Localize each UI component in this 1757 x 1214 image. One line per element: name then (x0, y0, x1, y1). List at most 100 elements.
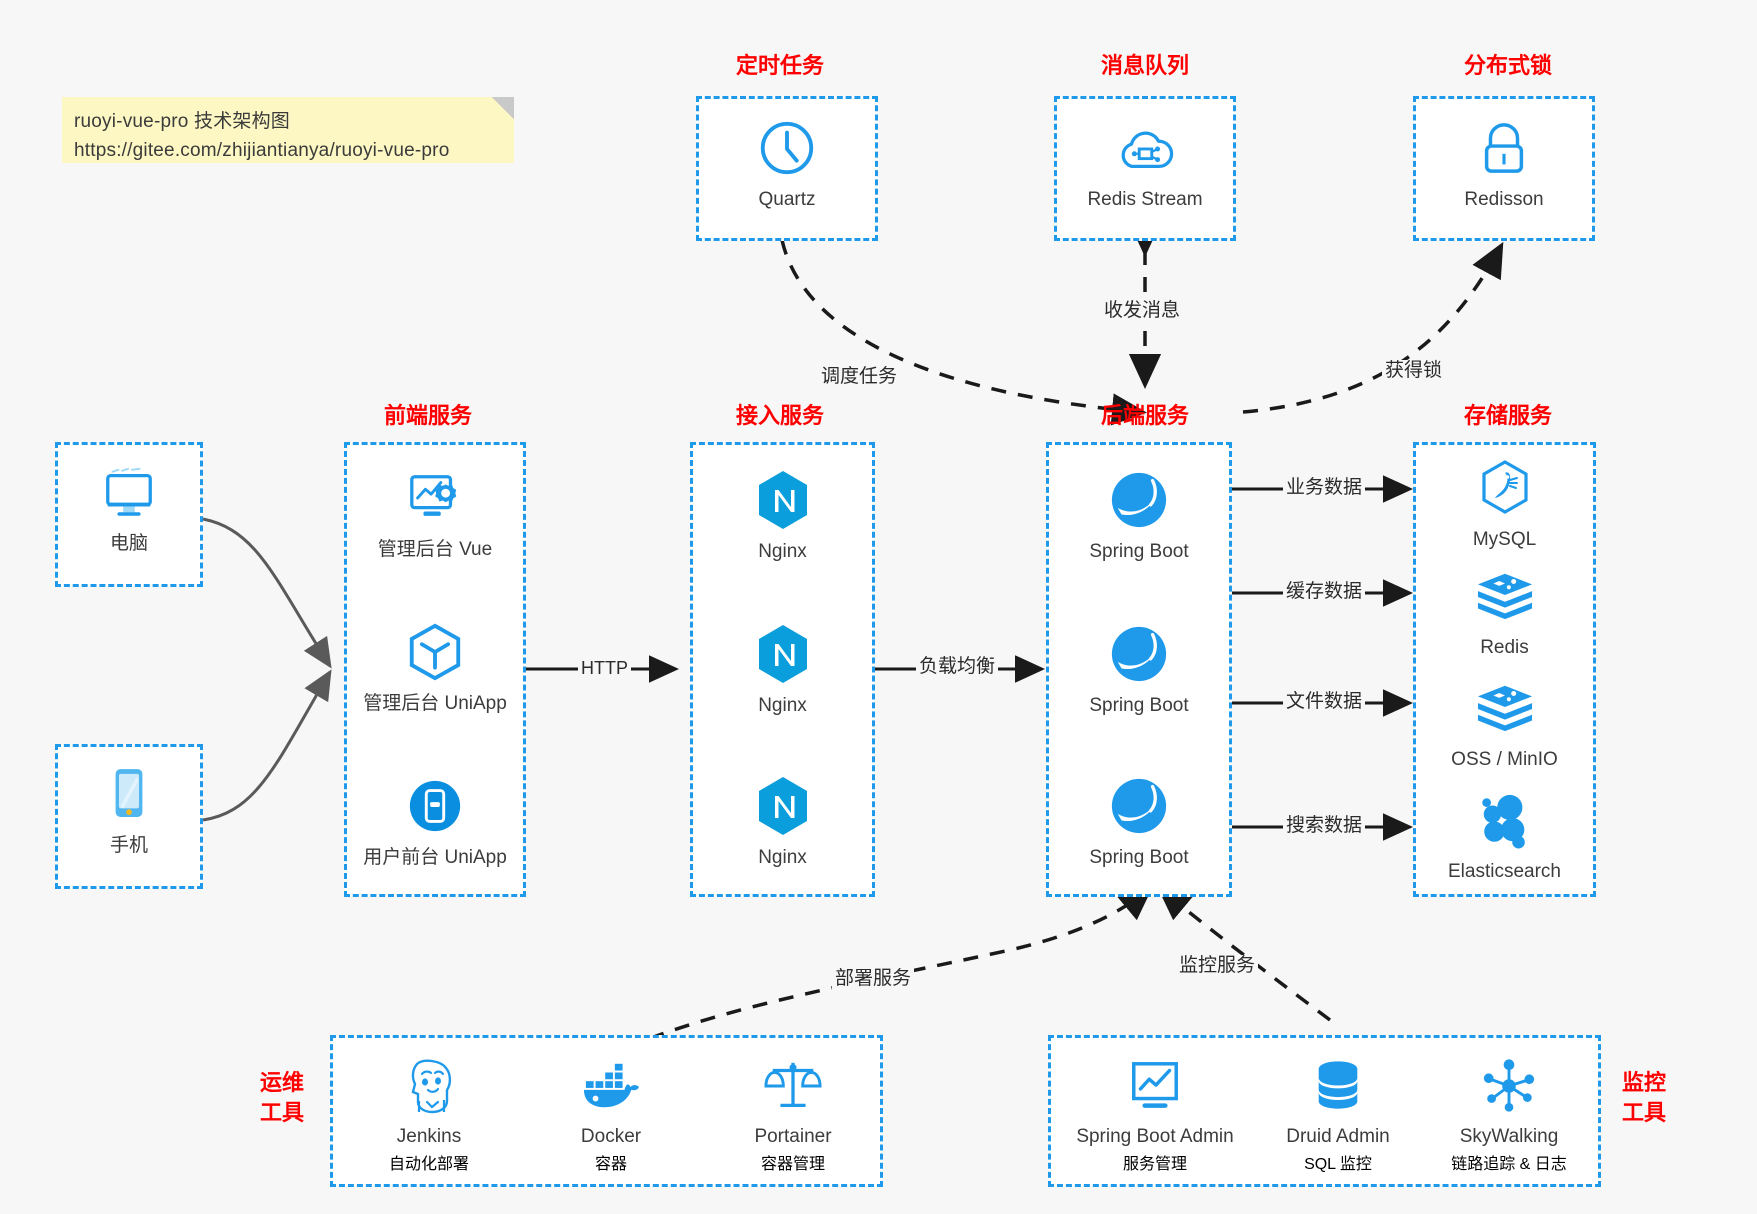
edge-label-send-receive-message: 收发消息 (1101, 300, 1184, 322)
group-box-message-queue[interactable]: Redis Stream (1054, 96, 1236, 241)
edge-label-business-data: 业务数据 (1283, 477, 1366, 499)
node-spring-boot-2[interactable]: Spring Boot (1049, 623, 1229, 718)
node-user-uniapp[interactable]: 用户前台 UniApp (347, 775, 523, 870)
monitor-chart-icon (1055, 1054, 1255, 1118)
node-sublabel: 容器管理 (760, 1156, 825, 1173)
node-admin-vue[interactable]: 管理后台 Vue (347, 467, 523, 562)
nginx-icon (693, 623, 872, 685)
group-title-backend: 后端服务 (1100, 403, 1189, 428)
group-box-gateway[interactable]: Nginx Nginx Nginx (690, 442, 875, 897)
node-label: SkyWalking (1459, 1126, 1559, 1147)
edge-label-acquire-lock: 获得锁 (1382, 360, 1446, 382)
edge-label-deploy-service: 部署服务 (832, 968, 915, 990)
node-sublabel: 自动化部署 (388, 1156, 469, 1173)
mobile-app-icon (347, 775, 523, 837)
group-box-scheduler[interactable]: Quartz (696, 96, 878, 241)
docker-icon (523, 1054, 699, 1118)
node-label: Jenkins (396, 1126, 462, 1147)
edge-desktop-to-frontend (202, 517, 332, 669)
node-druid-admin[interactable]: Druid Admin SQL 监控 (1255, 1054, 1421, 1174)
node-desktop[interactable]: 电脑 (58, 461, 200, 556)
note-title: ruoyi-vue-pro 技术架构图 (74, 111, 291, 132)
nginx-icon (693, 775, 872, 837)
node-redis[interactable]: Redis (1416, 565, 1593, 660)
group-title-scheduler: 定时任务 (735, 53, 824, 78)
elasticsearch-icon (1416, 789, 1593, 851)
redis-icon (1416, 565, 1593, 627)
node-docker[interactable]: Docker 容器 (523, 1054, 699, 1174)
group-box-storage[interactable]: MySQL Redis (1413, 442, 1596, 897)
group-box-monitor-tools[interactable]: Spring Boot Admin 服务管理 Druid Admin SQL 监… (1048, 1035, 1601, 1187)
lock-icon (1416, 117, 1592, 179)
edge-label-cache-data: 缓存数据 (1283, 581, 1366, 603)
node-label: Elasticsearch (1448, 861, 1561, 882)
edge-label-monitor-service: 监控服务 (1176, 955, 1259, 977)
node-elasticsearch[interactable]: Elasticsearch (1416, 789, 1593, 884)
clock-icon (699, 117, 875, 179)
node-sublabel: 链路追踪 & 日志 (1451, 1156, 1567, 1173)
monitor-title-line1: 监控 (1621, 1070, 1666, 1095)
node-phone[interactable]: 手机 (58, 763, 200, 858)
node-label: Nginx (758, 695, 807, 716)
edge-backend-to-redisson (1242, 241, 1504, 414)
smartphone-icon (58, 763, 200, 825)
cloud-stream-icon (1057, 117, 1233, 179)
group-title-distributed-lock: 分布式锁 (1463, 53, 1552, 78)
note-url: https://gitee.com/zhijiantianya/ruoyi-vu… (74, 140, 450, 161)
node-redisson[interactable]: Redisson (1416, 117, 1592, 212)
group-title-gateway: 接入服务 (735, 403, 824, 428)
spring-boot-icon (1049, 623, 1229, 685)
node-label: 管理后台 UniApp (363, 693, 507, 714)
node-portainer[interactable]: Portainer 容器管理 (705, 1054, 881, 1174)
node-spring-boot-admin[interactable]: Spring Boot Admin 服务管理 (1055, 1054, 1255, 1174)
info-note: ruoyi-vue-pro 技术架构图 https://gitee.com/zh… (62, 97, 514, 163)
node-oss-minio[interactable]: OSS / MinIO (1416, 677, 1593, 772)
node-label: Redis Stream (1087, 189, 1203, 210)
node-label: Docker (580, 1126, 642, 1147)
node-nginx-2[interactable]: Nginx (693, 623, 872, 718)
dashboard-gear-icon (347, 467, 523, 529)
node-label: MySQL (1472, 529, 1537, 550)
nginx-icon (693, 469, 872, 531)
group-title-message-queue: 消息队列 (1100, 53, 1189, 78)
group-title-monitor-tools: 监控 工具 (1612, 1068, 1676, 1128)
node-label: Spring Boot (1089, 847, 1189, 868)
node-skywalking[interactable]: SkyWalking 链路追踪 & 日志 (1419, 1054, 1599, 1174)
node-admin-uniapp[interactable]: 管理后台 UniApp (347, 621, 523, 716)
edge-label-schedule-task: 调度任务 (818, 366, 901, 388)
node-sublabel: SQL 监控 (1304, 1156, 1372, 1173)
skywalking-icon (1419, 1054, 1599, 1118)
node-label: Spring Boot Admin (1076, 1126, 1234, 1147)
group-box-ops-tools[interactable]: Jenkins 自动化部署 Docker 容器 (330, 1035, 883, 1187)
group-box-backend[interactable]: Spring Boot Spring Boot Spring Boot (1046, 442, 1232, 897)
edge-label-load-balance: 负载均衡 (916, 656, 999, 678)
node-nginx-3[interactable]: Nginx (693, 775, 872, 870)
node-spring-boot-1[interactable]: Spring Boot (1049, 469, 1229, 564)
mysql-icon (1416, 457, 1593, 519)
node-jenkins[interactable]: Jenkins 自动化部署 (341, 1054, 517, 1174)
node-label: Nginx (758, 847, 807, 868)
desktop-icon (58, 461, 200, 523)
node-mysql[interactable]: MySQL (1416, 457, 1593, 552)
node-label: Redis (1480, 637, 1529, 658)
ops-title-line2: 工具 (259, 1100, 304, 1125)
node-label: 用户前台 UniApp (363, 847, 507, 868)
group-box-distributed-lock[interactable]: Redisson (1413, 96, 1595, 241)
oss-minio-icon (1416, 677, 1593, 739)
node-spring-boot-3[interactable]: Spring Boot (1049, 775, 1229, 870)
node-quartz[interactable]: Quartz (699, 117, 875, 212)
node-redis-stream[interactable]: Redis Stream (1057, 117, 1233, 212)
node-label: Redisson (1464, 189, 1544, 210)
edge-phone-to-frontend (202, 669, 332, 822)
group-box-frontend[interactable]: 管理后台 Vue 管理后台 UniApp 用户前台 UniApp (344, 442, 526, 897)
node-nginx-1[interactable]: Nginx (693, 469, 872, 564)
note-fold-corner (492, 97, 514, 119)
group-title-frontend: 前端服务 (383, 403, 472, 428)
node-label: Nginx (758, 541, 807, 562)
node-label: Spring Boot (1089, 695, 1189, 716)
node-label: OSS / MinIO (1451, 749, 1558, 770)
node-label: Portainer (754, 1126, 832, 1147)
client-box-phone[interactable]: 手机 (55, 744, 203, 889)
client-box-desktop[interactable]: 电脑 (55, 442, 203, 587)
